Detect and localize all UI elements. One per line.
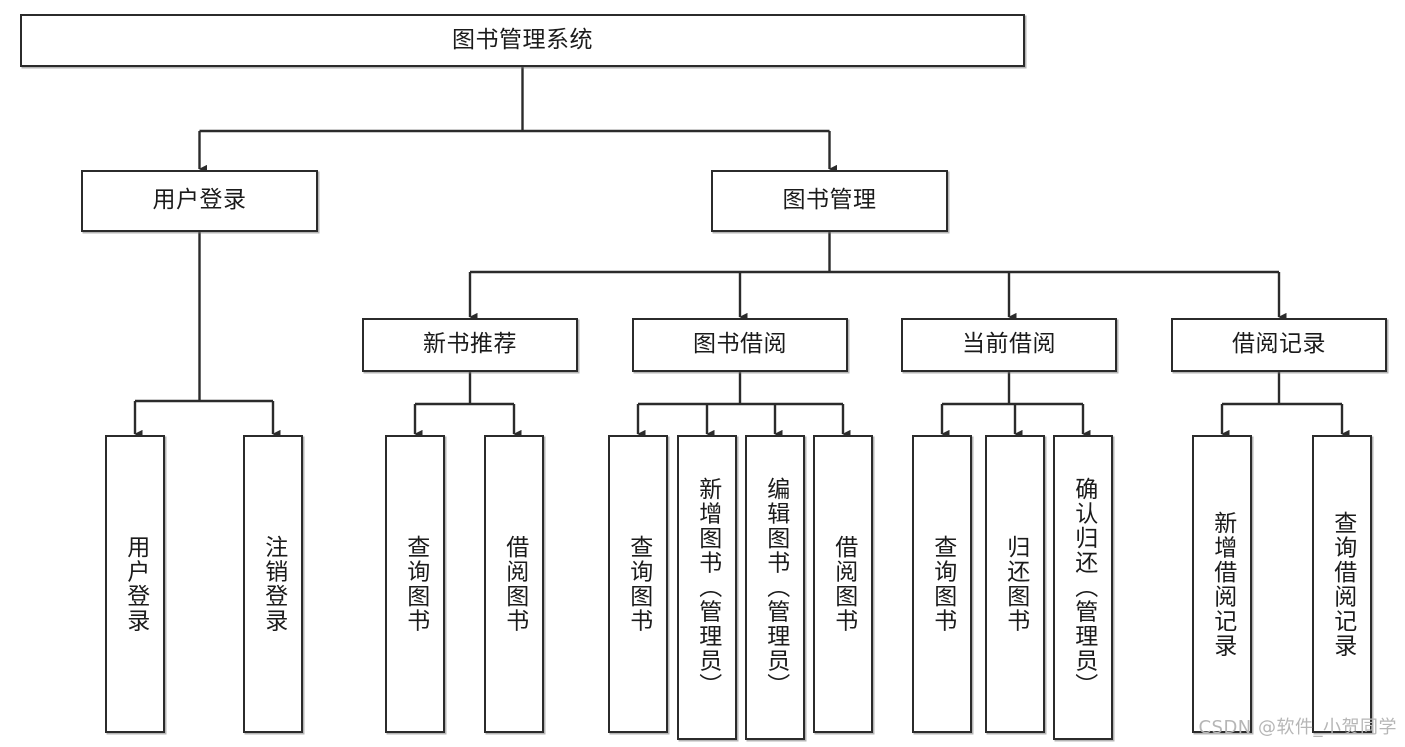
node-book-borrow[interactable]: 图书借阅: [632, 318, 848, 372]
node-leaf-query-record[interactable]: 查询借阅记录: [1312, 435, 1372, 733]
node-leaf-borrow-book-1[interactable]: 借阅图书: [484, 435, 544, 733]
node-label-leaf-query-book-2: 查询图书: [625, 535, 652, 633]
node-leaf-query-book-2[interactable]: 查询图书: [608, 435, 668, 733]
node-current-borrow[interactable]: 当前借阅: [901, 318, 1117, 372]
node-label-book-borrow: 图书借阅: [693, 331, 787, 358]
node-label-current-borrow: 当前借阅: [962, 331, 1056, 358]
node-label-leaf-query-book-1: 查询图书: [402, 535, 429, 633]
node-label-leaf-borrow-book-2: 借阅图书: [830, 535, 857, 633]
node-label-borrow-record: 借阅记录: [1232, 331, 1326, 358]
node-user-login[interactable]: 用户登录: [81, 170, 318, 232]
node-label-leaf-query-record: 查询借阅记录: [1329, 510, 1356, 658]
node-label-leaf-add-record: 新增借阅记录: [1209, 510, 1236, 658]
csdn-watermark: CSDN @软件_小贺同学: [1198, 717, 1397, 738]
node-label-book-manage: 图书管理: [782, 187, 877, 214]
node-leaf-logout[interactable]: 注销登录: [243, 435, 303, 733]
edge-paths: [133, 67, 1350, 439]
node-label-leaf-borrow-book-1: 借阅图书: [501, 535, 528, 633]
node-root[interactable]: 图书管理系统: [20, 14, 1025, 67]
node-leaf-user-login[interactable]: 用户登录: [105, 435, 165, 733]
node-leaf-borrow-book-2[interactable]: 借阅图书: [813, 435, 873, 733]
node-leaf-return-book[interactable]: 归还图书: [985, 435, 1045, 733]
node-new-book-rec[interactable]: 新书推荐: [362, 318, 578, 372]
node-label-leaf-query-book-3: 查询图书: [929, 535, 956, 633]
node-label-leaf-user-login: 用户登录: [122, 535, 149, 633]
node-leaf-add-book[interactable]: 新增图书（管理员）: [677, 435, 737, 740]
node-leaf-add-record[interactable]: 新增借阅记录: [1192, 435, 1252, 733]
node-label-leaf-edit-book: 编辑图书（管理员）: [762, 477, 789, 698]
node-leaf-query-book-3[interactable]: 查询图书: [912, 435, 972, 733]
node-book-manage[interactable]: 图书管理: [711, 170, 948, 232]
node-label-leaf-return-book: 归还图书: [1002, 535, 1029, 633]
node-label-root: 图书管理系统: [452, 26, 593, 53]
node-label-leaf-confirm-return: 确认归还（管理员）: [1070, 477, 1097, 698]
node-label-leaf-logout: 注销登录: [260, 535, 287, 633]
node-label-leaf-add-book: 新增图书（管理员）: [694, 477, 721, 698]
node-borrow-record[interactable]: 借阅记录: [1171, 318, 1387, 372]
node-leaf-edit-book[interactable]: 编辑图书（管理员）: [745, 435, 805, 740]
node-leaf-query-book-1[interactable]: 查询图书: [385, 435, 445, 733]
node-label-new-book-rec: 新书推荐: [423, 331, 517, 358]
node-leaf-confirm-return[interactable]: 确认归还（管理员）: [1053, 435, 1113, 740]
node-label-user-login: 用户登录: [152, 187, 247, 214]
